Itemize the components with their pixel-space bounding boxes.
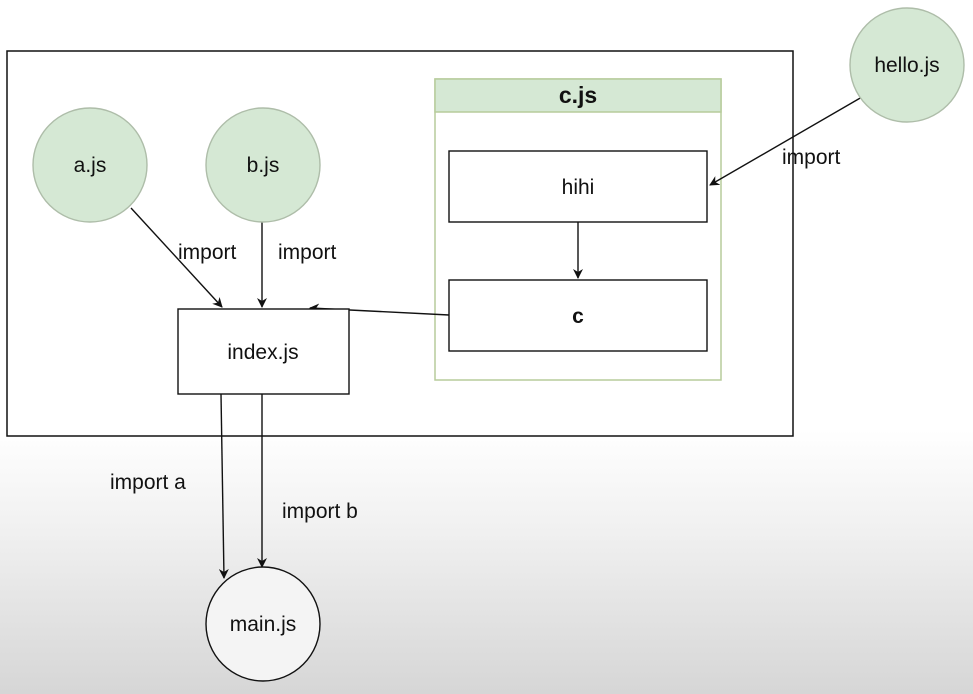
node-hihi-label: hihi (562, 176, 595, 199)
node-index-js-label: index.js (227, 341, 298, 364)
node-b-js-label: b.js (247, 154, 280, 177)
node-b-js: b.js (205, 107, 321, 223)
node-hello-js: hello.js (849, 7, 965, 123)
edge-a-to-index (130, 207, 223, 308)
node-index-js: index.js (177, 308, 350, 395)
node-a-js: a.js (32, 107, 148, 223)
node-hihi-shape (448, 150, 708, 223)
edge-label-import-a: import a (110, 471, 186, 494)
node-c-shape (448, 279, 708, 352)
node-c: c (448, 279, 708, 352)
node-a-js-label: a.js (74, 154, 107, 177)
node-main-js-label: main.js (230, 613, 297, 636)
edge-label-a-import: import (178, 241, 237, 264)
edge-label-hello-import: import (782, 146, 841, 169)
node-b-js-shape (205, 107, 321, 223)
edge-label-b-import: import (278, 241, 337, 264)
node-c-label: c (572, 305, 584, 328)
node-a-js-shape (32, 107, 148, 223)
node-hello-js-shape (849, 7, 965, 123)
node-index-js-shape (177, 308, 350, 395)
edge-index-to-main-a (218, 393, 229, 579)
container-c-js-title: c.js (559, 82, 597, 108)
container-c-js-header (434, 78, 722, 113)
node-hihi: hihi (448, 150, 708, 223)
node-main-js-shape (205, 566, 321, 682)
node-hello-js-label: hello.js (874, 54, 939, 77)
edge-label-import-b: import b (282, 500, 358, 523)
node-main-js: main.js (205, 566, 321, 682)
edge-hello-to-hihi (709, 96, 863, 186)
